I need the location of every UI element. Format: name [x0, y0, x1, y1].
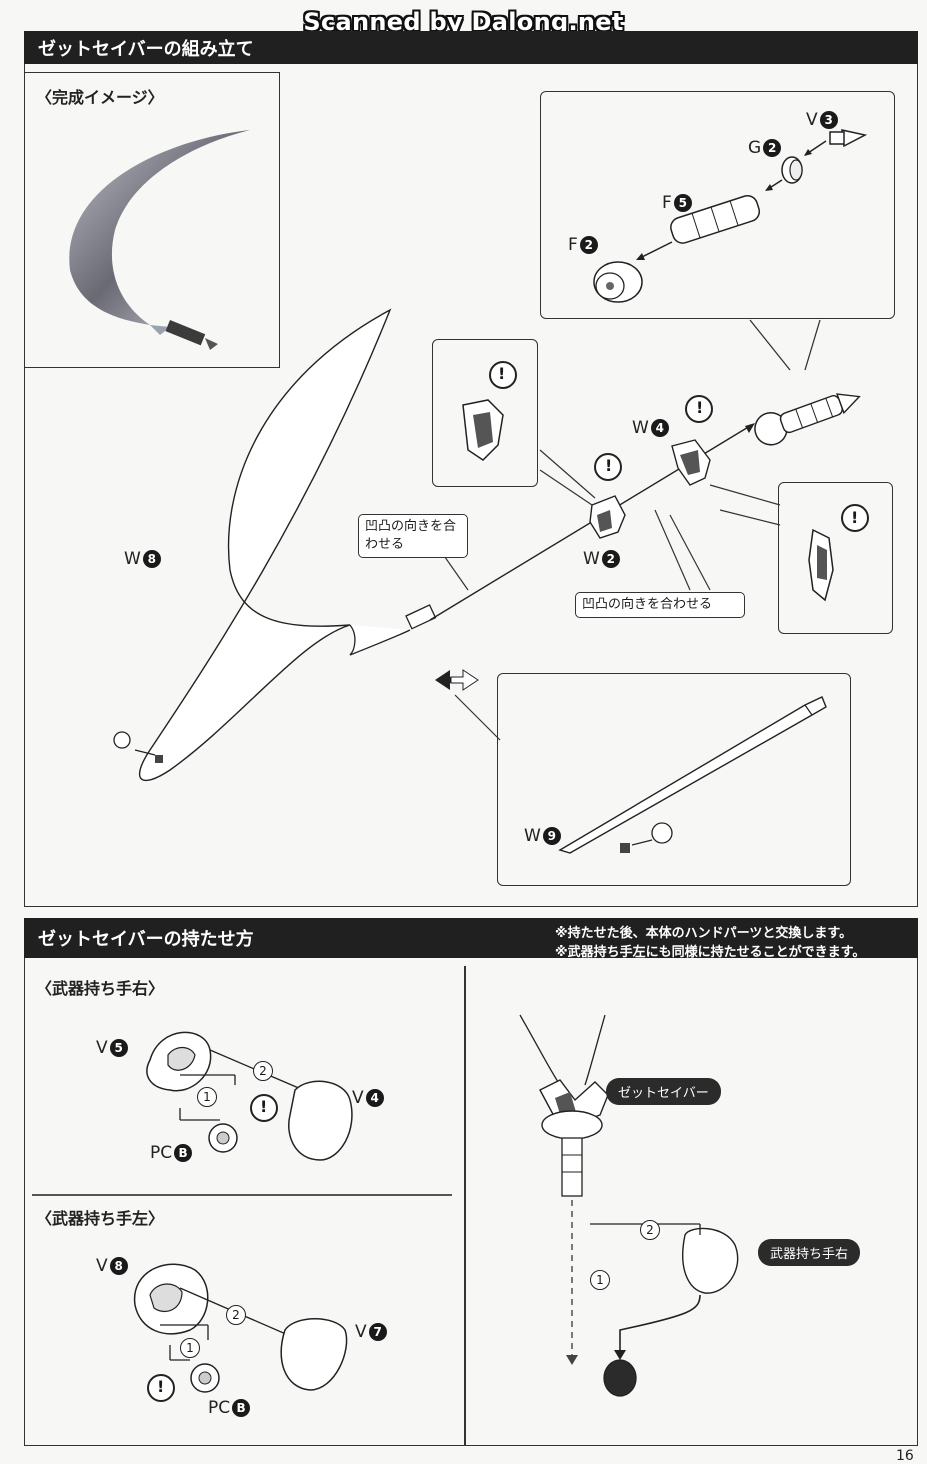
w2-detail-diagram: [462, 361, 517, 461]
saber-pill-label: ゼットセイバー: [606, 1078, 721, 1105]
finished-image-label: 〈完成イメージ〉: [36, 88, 164, 107]
step-1-marker-right: 1: [197, 1087, 217, 1107]
step-2-marker-holding: 2: [640, 1220, 660, 1240]
w9-detail-diagram: [558, 696, 827, 854]
step-2-marker-right: 2: [253, 1061, 273, 1081]
w4-detail-box: [778, 482, 893, 634]
align-callout-1: 凹凸の向きを合わせる: [358, 514, 468, 558]
w2-detail-box: [432, 339, 538, 487]
holding-note-2: ※武器持ち手左にも同様に持たせることができます。: [555, 945, 866, 960]
right-hand-title: 〈武器持ち手右〉: [36, 979, 165, 998]
assembly-title: ゼットセイバーの組み立て: [38, 38, 254, 60]
left-hand-title: 〈武器持ち手左〉: [36, 1209, 165, 1228]
caution-icon-w4-zoom: !: [851, 508, 859, 527]
main-assembly-diagram: [113, 308, 861, 781]
holding-title: ゼットセイバーの持たせ方: [38, 929, 254, 950]
step-2-marker-left: 2: [226, 1305, 246, 1325]
caution-icon-pcb-right: [250, 1094, 278, 1122]
left-hand-diagram: [133, 1263, 348, 1393]
step-1-marker-left: 1: [180, 1338, 200, 1358]
step-1-marker-holding: 1: [590, 1270, 610, 1290]
right-hand-diagram: [146, 1031, 353, 1161]
grip-detail-box: [540, 91, 895, 319]
page-number: 16: [896, 1448, 914, 1464]
holding-frame: [24, 958, 918, 1446]
w9-detail-box: [497, 673, 851, 886]
caution-mark-w4: !: [696, 398, 704, 417]
holding-diagram: [519, 1014, 739, 1397]
grip-detail-diagram: [593, 129, 868, 303]
finished-saber-illustration: [69, 130, 250, 350]
holding-section-header: ゼットセイバーの持たせ方: [24, 918, 544, 958]
assembly-section-header: ゼットセイバーの組み立て: [24, 31, 918, 64]
caution-icon-w2: [594, 453, 622, 481]
align-callout-2: 凹凸の向きを合わせる: [575, 592, 745, 618]
caution-icon-w4: [685, 395, 713, 423]
caution-icon-w2-zoom: !: [498, 364, 506, 383]
caution-mark-pcb-left: !: [157, 1377, 165, 1396]
holding-note-1: ※持たせた後、本体のハンドパーツと交換します。: [555, 926, 853, 941]
finished-image-box: [24, 72, 280, 368]
holding-header-notes-bg: [544, 918, 918, 958]
hand-pill-label: 武器持ち手右: [758, 1239, 861, 1266]
caution-icon-pcb-left: [147, 1374, 175, 1402]
caution-mark-w2: !: [605, 456, 613, 475]
w4-detail-diagram: [808, 504, 869, 602]
hand-divider: [32, 1194, 452, 1196]
assembly-frame: [24, 64, 918, 907]
caution-mark-pcb-right: !: [260, 1097, 268, 1116]
holding-divider: [464, 966, 466, 1446]
